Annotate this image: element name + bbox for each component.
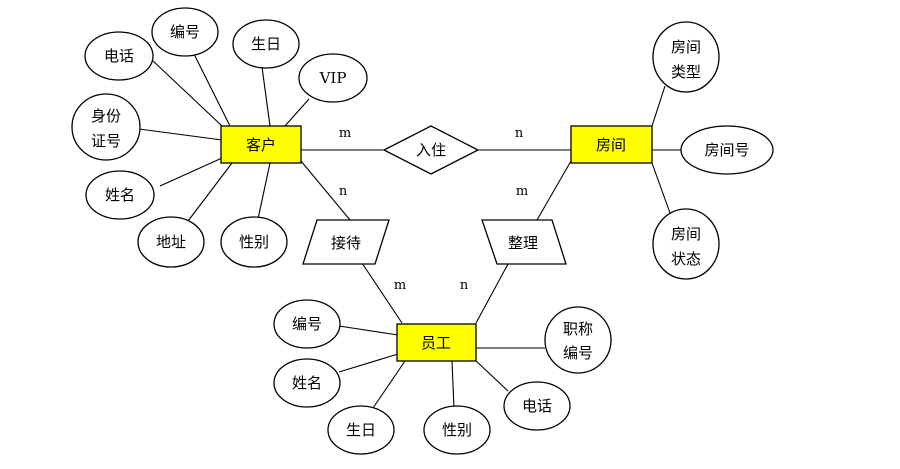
svg-text:VIP: VIP [319,69,347,87]
svg-text:姓名: 姓名 [292,374,322,392]
svg-text:生日: 生日 [251,35,281,53]
attr-customer-name: 姓名 [85,170,155,220]
cardinality-label: m [339,126,351,141]
attr-customer-gender: 性别 [220,216,288,268]
relationship-shape [481,219,567,265]
cardinality-label: m [516,184,528,199]
entity-customer: 客户 [220,125,302,164]
cardinality-label: n [460,278,469,293]
entity-box [220,125,302,164]
attr-room-type: 房间 类型 [652,21,720,93]
attr-room-status: 房间 状态 [652,208,720,280]
svg-text:生日: 生日 [346,421,376,439]
svg-text:编号: 编号 [292,315,322,333]
svg-text:房间: 房间 [671,38,701,56]
relationship-diamond [382,125,480,175]
svg-text:房间号: 房间号 [704,141,749,159]
entity-staff: 员工 [396,323,477,362]
attr-customer-phone: 电话 [84,31,154,81]
entity-room: 房间 [570,125,653,164]
attr-customer-birthday: 生日 [232,19,300,69]
svg-text:电话: 电话 [522,397,552,415]
attr-customer-id-card: 身份 证号 [71,93,141,161]
attr-staff-name: 姓名 [273,358,341,408]
svg-text:状态: 状态 [671,250,701,268]
svg-text:房间: 房间 [671,225,701,243]
attr-customer-number: 编号 [151,7,219,57]
svg-text:性别: 性别 [442,421,472,439]
svg-text:身份: 身份 [91,107,121,125]
cardinality-label: n [339,184,348,199]
svg-text:性别: 性别 [239,233,269,251]
svg-text:编号: 编号 [563,344,593,362]
cardinality-label: m [394,278,406,293]
svg-text:地址: 地址 [156,233,186,251]
entity-label: 客户 [246,136,276,154]
attr-staff-number: 编号 [273,299,341,349]
attr-staff-gender: 性别 [423,405,491,455]
relationship-checkin: 入住 [382,125,480,175]
svg-text:编号: 编号 [170,23,200,41]
attr-customer-vip: VIP [298,53,368,103]
attr-staff-birthday: 生日 [327,405,395,455]
relationship-tidy: 整理 [481,219,567,265]
svg-text:类型: 类型 [671,63,701,81]
relationship-label: 接待 [331,234,361,252]
relationship-shape [302,219,390,265]
attr-staff-title-no: 职称 编号 [544,306,612,374]
cardinality-label: n [515,126,524,141]
svg-text:电话: 电话 [104,47,134,65]
svg-text:证号: 证号 [91,132,121,150]
entity-box [396,323,477,362]
connector-lines [138,47,681,412]
attr-room-number: 房间号 [680,125,774,175]
relationship-label: 整理 [508,234,538,252]
svg-text:姓名: 姓名 [105,186,135,204]
attr-customer-address: 地址 [137,216,205,268]
cardinality-labels: m n n m m n [339,126,528,293]
relationship-reception: 接待 [302,219,390,265]
attr-staff-phone: 电话 [503,381,571,431]
entity-box [570,125,653,164]
entity-label: 房间 [596,136,626,154]
entity-label: 员工 [421,334,451,352]
relationship-label: 入住 [416,141,446,159]
svg-text:职称: 职称 [563,320,593,338]
